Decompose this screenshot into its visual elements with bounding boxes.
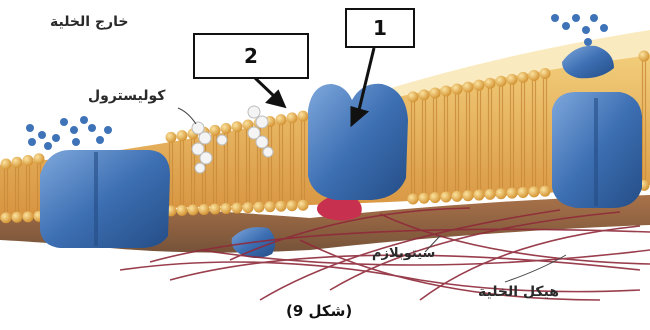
membrane-protein-right: [552, 92, 642, 208]
lipid-head: [199, 204, 210, 215]
lipid-head: [463, 190, 474, 201]
lipid-head: [419, 193, 430, 204]
lipid-head: [177, 130, 188, 141]
lipid-head: [232, 203, 243, 214]
lipid-head: [540, 68, 551, 79]
lipid-head: [177, 205, 188, 216]
lipid-head: [287, 200, 298, 211]
lipid-head: [243, 202, 254, 213]
lipid-head: [639, 51, 650, 62]
lipid-head: [34, 153, 45, 164]
lipid-head: [12, 212, 23, 223]
lipid-head: [507, 188, 518, 199]
lipid-head: [441, 192, 452, 203]
lipid-head: [254, 202, 265, 213]
lipid-head: [430, 87, 441, 98]
lipid-head: [529, 186, 540, 197]
lipid-head: [485, 189, 496, 200]
lipid-head: [452, 191, 463, 202]
lipid-head: [210, 203, 221, 214]
membrane-protein-left: [40, 150, 170, 248]
lipid-head: [298, 200, 309, 211]
lipid-head: [408, 91, 419, 102]
lipid-head: [518, 72, 529, 83]
lipid-head: [23, 211, 34, 222]
lipid-head: [496, 76, 507, 87]
lipid-head: [1, 159, 12, 170]
lipid-head: [210, 125, 221, 136]
figure-caption: (شكل 9): [286, 302, 352, 320]
lipid-head: [23, 155, 34, 166]
lipid-head: [529, 70, 540, 81]
lipid-head: [298, 111, 309, 122]
membrane-protein-central: [308, 84, 408, 200]
lipid-head: [452, 84, 463, 95]
lipid-head: [430, 192, 441, 203]
lipid-head: [419, 89, 430, 100]
lipid-head: [12, 157, 23, 168]
lipid-head: [540, 186, 551, 197]
lipid-head: [441, 86, 452, 97]
lipid-head: [221, 203, 232, 214]
lipid-head: [276, 114, 287, 125]
lipid-head: [474, 80, 485, 91]
cytoplasm-label: سيتوبلازم: [372, 246, 435, 261]
marker-box-2: 2: [193, 33, 309, 79]
lipid-head: [474, 190, 485, 201]
lipid-head: [507, 74, 518, 85]
lipid-head: [518, 187, 529, 198]
lipid-head: [166, 132, 177, 143]
carbohydrate-chain-left: [26, 116, 112, 150]
lipid-head: [265, 201, 276, 212]
lipid-head: [485, 78, 496, 89]
cytoskeleton-label: هيكل الخلية: [478, 284, 559, 300]
lipid-head: [1, 212, 12, 223]
lipid-head: [232, 121, 243, 132]
lipid-head: [276, 201, 287, 212]
lipid-head: [188, 204, 199, 215]
lipid-head: [496, 188, 507, 199]
lipid-head: [287, 112, 298, 123]
cholesterol-label: كوليسترول: [88, 88, 165, 104]
lipid-head: [463, 82, 474, 93]
lipid-head: [408, 193, 419, 204]
marker-box-1: 1: [345, 8, 415, 48]
lipid-head: [221, 123, 232, 134]
outside-cell-label: خارج الخلية: [50, 14, 128, 30]
